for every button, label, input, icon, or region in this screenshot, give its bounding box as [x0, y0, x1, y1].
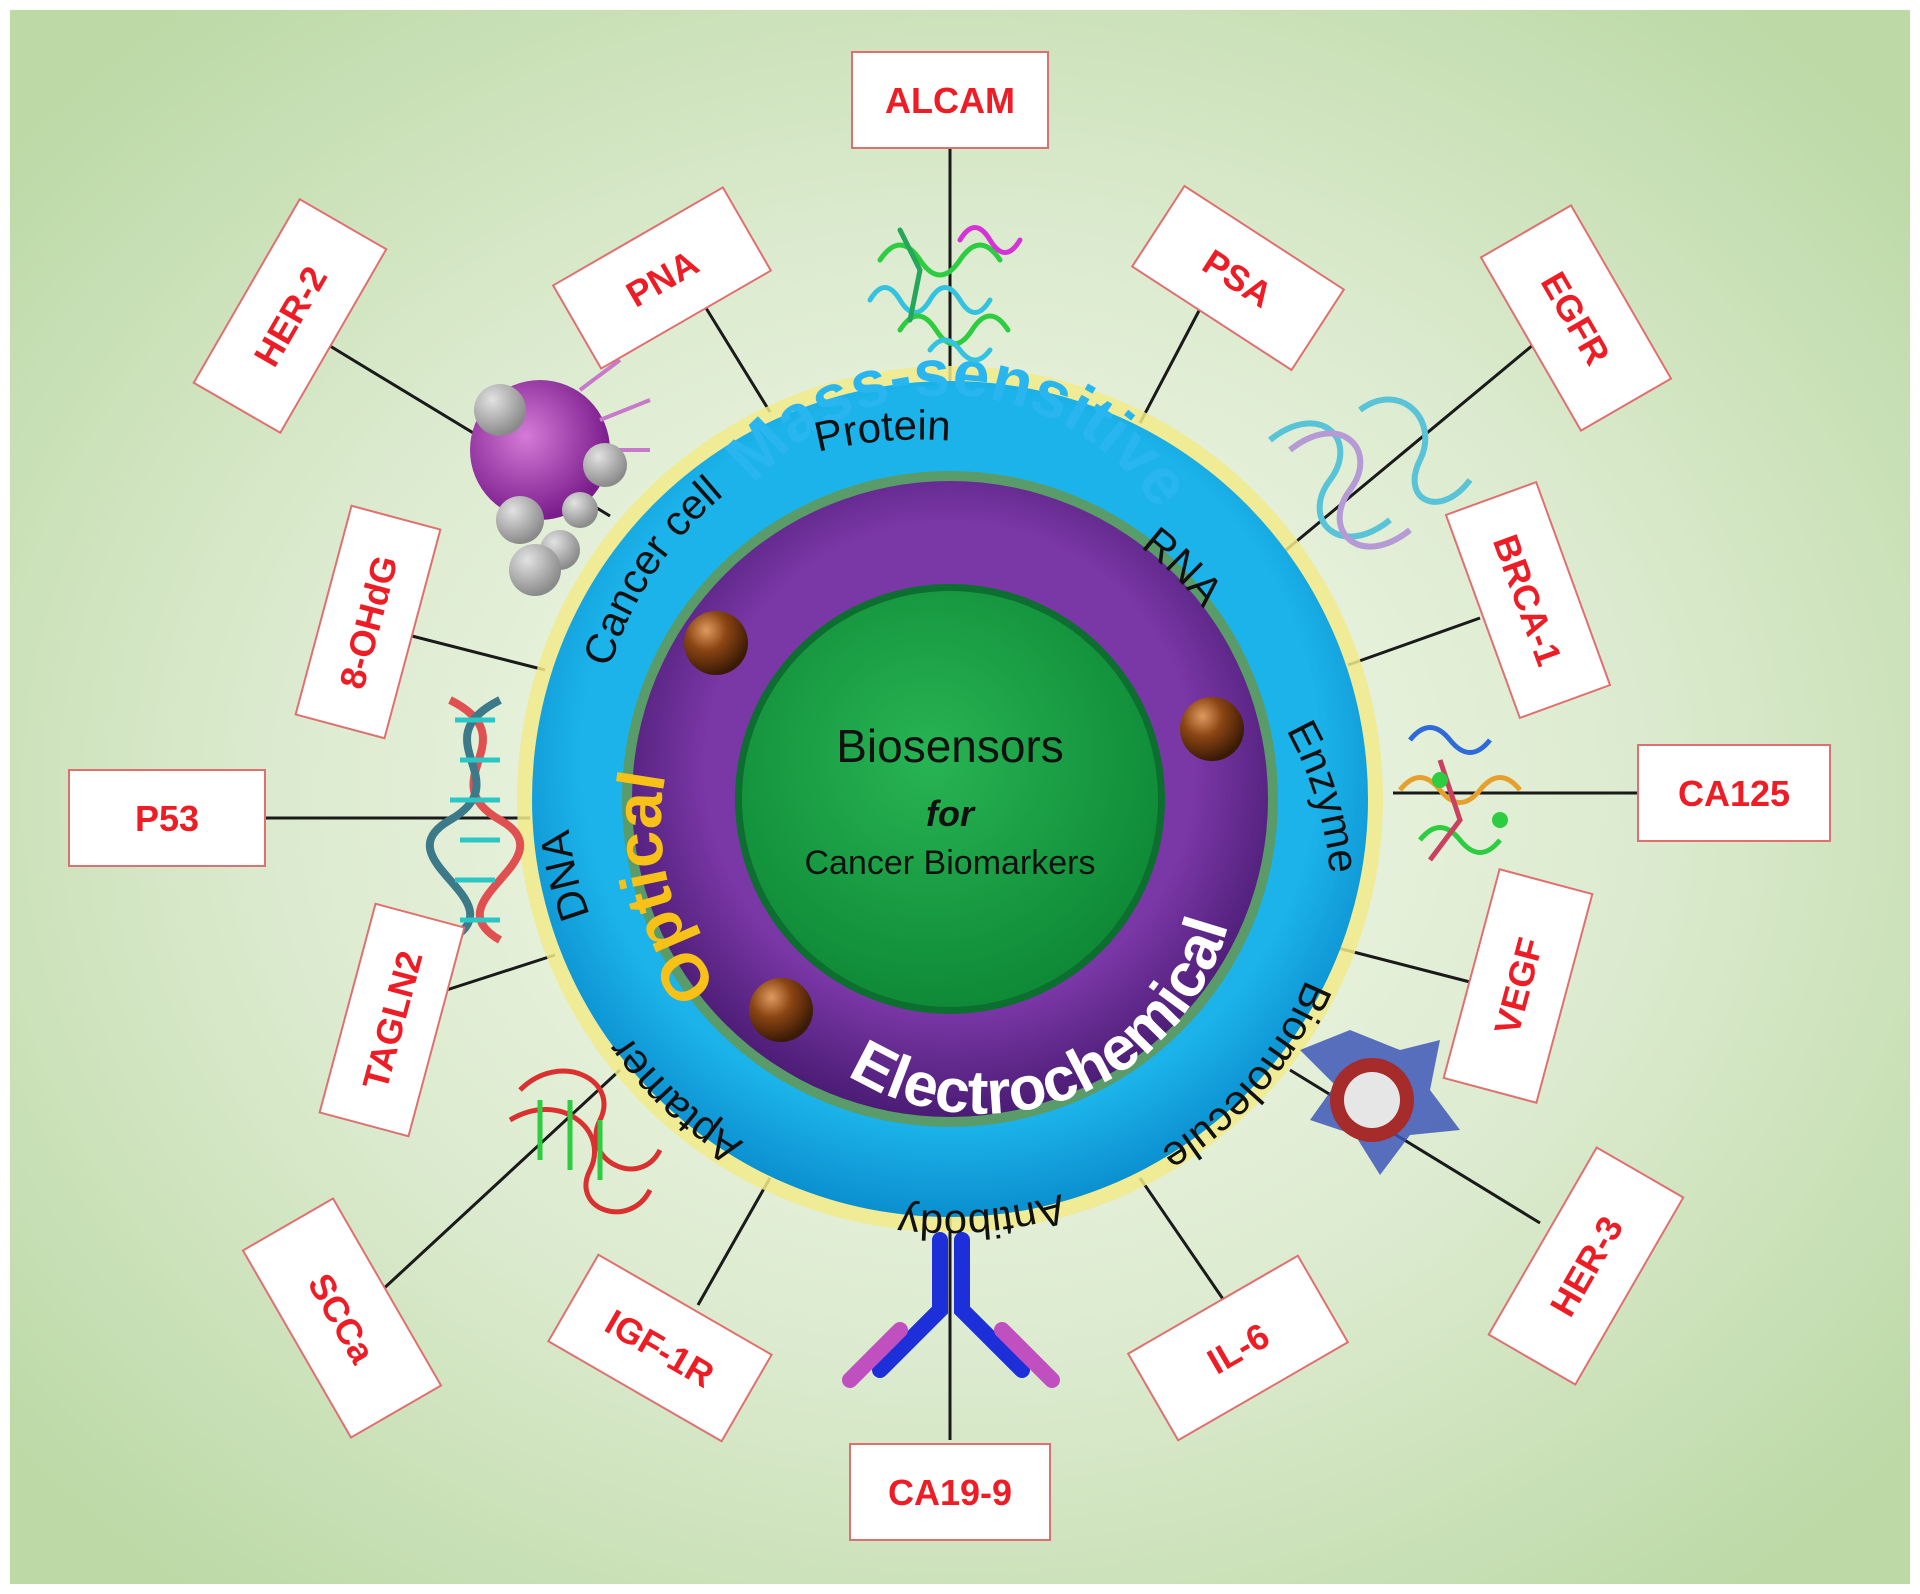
dna-helix-icon — [425, 696, 525, 944]
biomarker-brca1: BRCA-1 — [1444, 480, 1612, 720]
biomarker-her2: HER-2 — [192, 197, 388, 435]
svg-text:ALCAM: ALCAM — [885, 80, 1015, 121]
biomarker-igf1r: IGF-1R — [547, 1253, 773, 1443]
bead-2 — [1180, 697, 1244, 761]
biomarker-her3: HER-3 — [1487, 1146, 1685, 1386]
svg-text:CA19-9: CA19-9 — [888, 1472, 1012, 1513]
connector-igf1r — [696, 1177, 772, 1306]
connector-psa — [1138, 304, 1204, 424]
connector-brca1 — [1347, 616, 1481, 667]
connector-tagln2 — [427, 953, 556, 998]
biomarker-p53: P53 — [68, 769, 266, 867]
biomarker-8ohdg: 8-OHdG — [294, 504, 442, 740]
biomolecule-structure-icon — [1300, 1030, 1460, 1175]
biomarker-ca125: CA125 — [1637, 744, 1831, 842]
connector-8ohdg — [411, 634, 546, 672]
biomarker-vegf: VEGF — [1442, 868, 1594, 1104]
bead-1 — [684, 611, 748, 675]
bead-3 — [749, 978, 813, 1042]
connector-scca — [378, 1068, 622, 1294]
biomarker-scca: SCCa — [241, 1197, 443, 1439]
enzyme-structure-icon — [1398, 725, 1522, 862]
connector-vegf — [1337, 946, 1471, 984]
protein-structure-icon — [867, 225, 1023, 363]
antibody-icon — [842, 1232, 1060, 1388]
connector-il6 — [1138, 1177, 1227, 1303]
cancer-cell-icon — [470, 358, 651, 596]
biomarker-egfr: EGFR — [1479, 204, 1673, 432]
core-title: Biosensors — [836, 720, 1064, 772]
svg-text:CA125: CA125 — [1678, 773, 1790, 814]
biomarker-boxes: ALCAM PSA EGFR BRCA-1 CA125 VEGF HER-3 — [68, 51, 1831, 1541]
core — [742, 591, 1158, 1007]
rna-strand-icon — [1268, 396, 1473, 550]
core-for: for — [926, 793, 976, 834]
biomarker-psa: PSA — [1130, 184, 1346, 372]
biomarker-pna: PNA — [551, 186, 773, 370]
biomarker-il6: IL-6 — [1126, 1254, 1350, 1442]
aptamer-icon — [508, 1068, 663, 1215]
svg-text:P53: P53 — [135, 798, 199, 839]
connector-pna — [696, 294, 772, 413]
biomarker-ca199: CA19-9 — [849, 1443, 1051, 1541]
core-subtitle: Cancer Biomarkers — [805, 844, 1096, 882]
biomarker-tagln2: TAGLN2 — [318, 902, 466, 1138]
biomarker-alcam: ALCAM — [851, 51, 1049, 149]
